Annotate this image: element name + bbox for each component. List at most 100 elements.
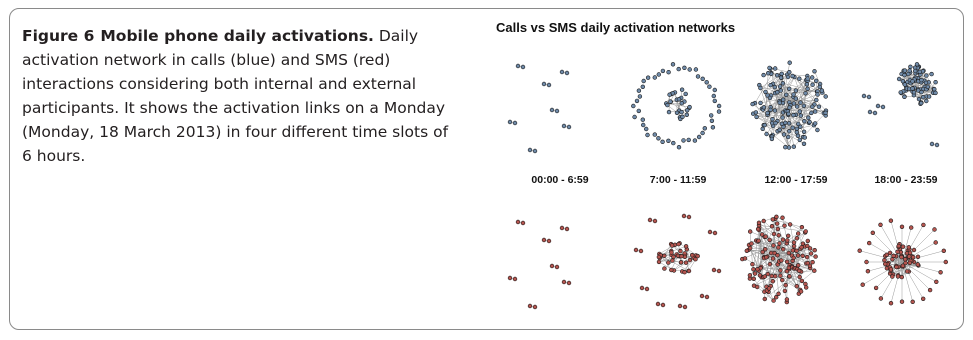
network-node	[785, 238, 790, 243]
network-node	[793, 88, 799, 93]
network-node	[507, 119, 513, 125]
network-node	[780, 81, 786, 86]
network-node	[742, 256, 748, 261]
network-node	[916, 96, 922, 102]
network-node	[872, 110, 878, 116]
network-node	[790, 73, 795, 79]
network-node	[676, 241, 681, 247]
network-node	[671, 254, 676, 260]
network-node	[554, 108, 560, 114]
sms-network-slot-4	[848, 210, 960, 320]
network-node	[768, 83, 773, 88]
network-edge	[666, 103, 690, 108]
network-node	[527, 303, 533, 309]
network-node	[941, 248, 947, 253]
network-node	[669, 250, 674, 255]
network-edge	[762, 78, 808, 129]
network-node	[864, 259, 869, 265]
network-edge	[772, 219, 802, 228]
network-node	[716, 268, 722, 274]
network-node	[554, 264, 560, 270]
network-node	[693, 67, 699, 72]
network-node	[797, 274, 802, 280]
network-node	[520, 64, 526, 70]
network-node	[794, 236, 800, 241]
network-node	[778, 75, 784, 80]
network-node	[875, 103, 881, 109]
network-node	[699, 293, 705, 299]
network-node	[906, 245, 911, 250]
network-node	[666, 260, 671, 265]
network-node	[815, 127, 820, 133]
network-node	[559, 225, 565, 231]
network-node	[791, 243, 797, 249]
calls-network-slot-2	[622, 54, 734, 164]
network-node	[866, 94, 872, 100]
network-node	[769, 224, 775, 229]
network-node	[716, 103, 722, 109]
network-node	[912, 68, 918, 74]
network-node	[687, 104, 692, 110]
network-node	[758, 100, 763, 106]
network-node	[785, 134, 791, 140]
network-node	[709, 118, 715, 124]
network-node	[674, 110, 680, 115]
network-node	[791, 255, 796, 261]
network-node	[564, 226, 570, 232]
network-node	[566, 124, 572, 130]
network-node	[815, 92, 820, 97]
network-node	[712, 230, 718, 236]
network-node	[755, 226, 761, 232]
network-edge	[801, 270, 815, 282]
network-node	[803, 285, 809, 290]
network-node	[934, 142, 940, 148]
network-node	[680, 114, 685, 119]
network-edge	[670, 101, 687, 115]
network-node	[532, 304, 538, 310]
network-node	[896, 243, 901, 249]
network-node	[780, 237, 786, 242]
network-node	[707, 84, 712, 89]
network-node	[640, 84, 645, 89]
network-edge	[797, 117, 809, 136]
network-node	[668, 99, 673, 104]
network-node	[870, 230, 875, 235]
network-node	[774, 214, 779, 220]
network-node	[795, 231, 801, 236]
network-node	[925, 84, 931, 90]
network-node	[636, 88, 642, 93]
network-edge	[754, 102, 773, 136]
network-edge	[800, 92, 823, 116]
network-node	[924, 98, 929, 104]
network-node	[801, 129, 807, 135]
figure-image: Calls vs SMS daily activation networks 0…	[496, 14, 958, 328]
network-node	[541, 237, 547, 243]
network-node	[771, 298, 776, 303]
network-node	[682, 304, 688, 310]
network-node	[900, 263, 906, 268]
network-node	[682, 269, 687, 275]
network-node	[782, 288, 788, 294]
network-edge	[787, 83, 821, 111]
network-node	[786, 145, 792, 150]
network-node	[666, 138, 671, 144]
network-node	[867, 240, 872, 246]
network-edge	[901, 261, 931, 291]
network-node	[700, 76, 705, 81]
network-node	[700, 130, 705, 136]
network-edge	[799, 78, 806, 94]
network-node	[771, 231, 777, 237]
network-node	[791, 240, 797, 245]
network-node	[878, 222, 883, 228]
network-node	[910, 299, 915, 305]
network-edge	[797, 233, 811, 266]
network-node	[679, 87, 685, 92]
network-node	[774, 73, 780, 78]
network-node	[911, 89, 917, 95]
network-node	[669, 243, 675, 248]
network-node	[784, 297, 790, 302]
network-node	[865, 268, 871, 274]
network-node	[894, 264, 899, 270]
network-node	[780, 277, 785, 283]
network-node	[675, 253, 681, 258]
